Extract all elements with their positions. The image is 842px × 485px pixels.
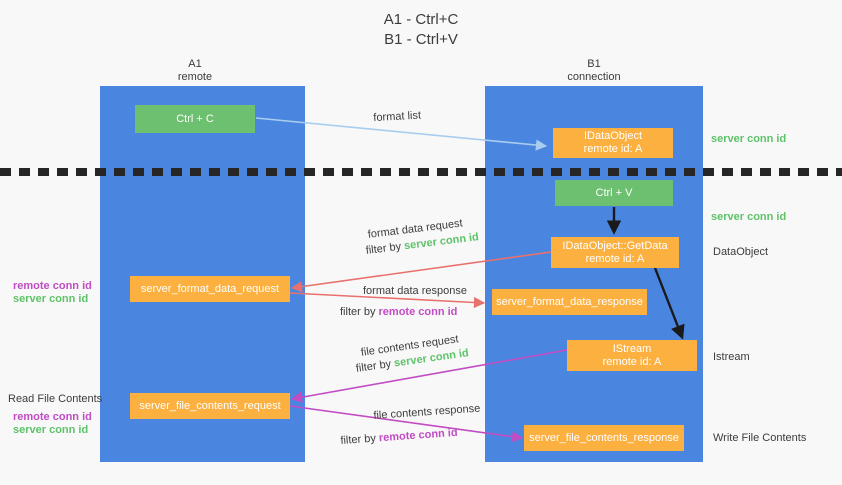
- node-ctrl-c-label: Ctrl + C: [176, 112, 214, 125]
- edge-label-format-list: format list: [373, 109, 422, 124]
- filter-by-text-3: filter by: [355, 358, 392, 375]
- annotation-left-remote-conn-id-2: remote conn id: [13, 411, 92, 423]
- annotation-right-dataobject: DataObject: [713, 246, 769, 258]
- node-server-file-contents-response-label: server_file_contents_response: [529, 431, 679, 444]
- node-idataobject-create-line2: remote id: A: [583, 143, 643, 155]
- edge-label-format-data-response-filter: filter by remote conn id: [340, 305, 457, 319]
- node-ctrl-v[interactable]: Ctrl + V: [555, 180, 673, 206]
- lane-header-b1-name: B1: [587, 58, 601, 70]
- node-idataobject-getdata[interactable]: IDataObject::GetData remote id: A: [551, 237, 679, 268]
- node-server-format-data-request[interactable]: server_format_data_request: [130, 276, 290, 302]
- diagram-title: A1 - Ctrl+C B1 - Ctrl+V: [0, 10, 842, 50]
- annotation-right-server-conn-id-top: server conn id: [711, 133, 787, 145]
- node-istream[interactable]: IStream remote id: A: [567, 340, 697, 371]
- title-line-1: A1 - Ctrl+C: [383, 11, 459, 28]
- node-idataobject-create-line1: IDataObject: [583, 130, 643, 142]
- filter-by-text-4: filter by: [340, 432, 377, 447]
- lane-header-b1: B1 connection: [524, 58, 664, 84]
- title-line-2: B1 - Ctrl+V: [384, 31, 458, 48]
- lane-header-a1-name: A1: [188, 58, 202, 70]
- node-idataobject-create[interactable]: IDataObject remote id: A: [553, 128, 673, 158]
- node-server-format-data-response-label-alt: server_format_data_response: [496, 295, 643, 308]
- node-ctrl-v-label: Ctrl + V: [595, 186, 633, 199]
- node-server-file-contents-request-label: server_file_contents_request: [139, 399, 281, 412]
- edge-label-file-contents-response: file contents response: [373, 402, 481, 422]
- node-server-format-data-response[interactable]: server_format_data_response: [492, 289, 647, 315]
- remote-conn-id-text-1: remote conn id: [378, 306, 458, 318]
- node-istream-line1: IStream: [612, 342, 652, 355]
- node-ctrl-c[interactable]: Ctrl + C: [135, 105, 255, 133]
- filter-by-text-2: filter by: [340, 306, 376, 318]
- phase-separator-dashed-line: [0, 168, 842, 176]
- annotation-right-write-file-contents: Write File Contents: [713, 432, 807, 444]
- annotation-left-remote-conn-id-1: remote conn id: [13, 280, 92, 292]
- annotation-right-server-conn-id-mid: server conn id: [711, 211, 787, 223]
- annotation-left-server-conn-id-1: server conn id: [13, 293, 89, 305]
- node-server-format-data-request-label: server_format_data_request: [140, 282, 280, 295]
- lane-header-a1-sub: remote: [177, 71, 213, 83]
- annotation-right-istream: Istream: [713, 351, 750, 363]
- node-idataobject-getdata-line2: remote id: A: [585, 252, 645, 265]
- lane-header-b1-sub: connection: [567, 71, 621, 83]
- remote-conn-id-text-2: remote conn id: [378, 426, 458, 445]
- node-istream-line2: remote id: A: [602, 355, 662, 368]
- filter-by-text-1: filter by: [365, 240, 402, 257]
- annotation-left-read-file-contents: Read File Contents: [8, 393, 103, 405]
- node-server-file-contents-response[interactable]: server_file_contents_response: [524, 425, 684, 451]
- edge-label-file-contents-response-filter: filter by remote conn id: [340, 426, 458, 448]
- lane-header-a1: A1 remote: [125, 58, 265, 84]
- edge-label-format-data-response: format data response: [363, 285, 467, 297]
- node-server-file-contents-request[interactable]: server_file_contents_request: [130, 393, 290, 419]
- annotation-left-server-conn-id-2: server conn id: [13, 424, 89, 436]
- node-idataobject-getdata-line1: IDataObject::GetData: [562, 239, 668, 252]
